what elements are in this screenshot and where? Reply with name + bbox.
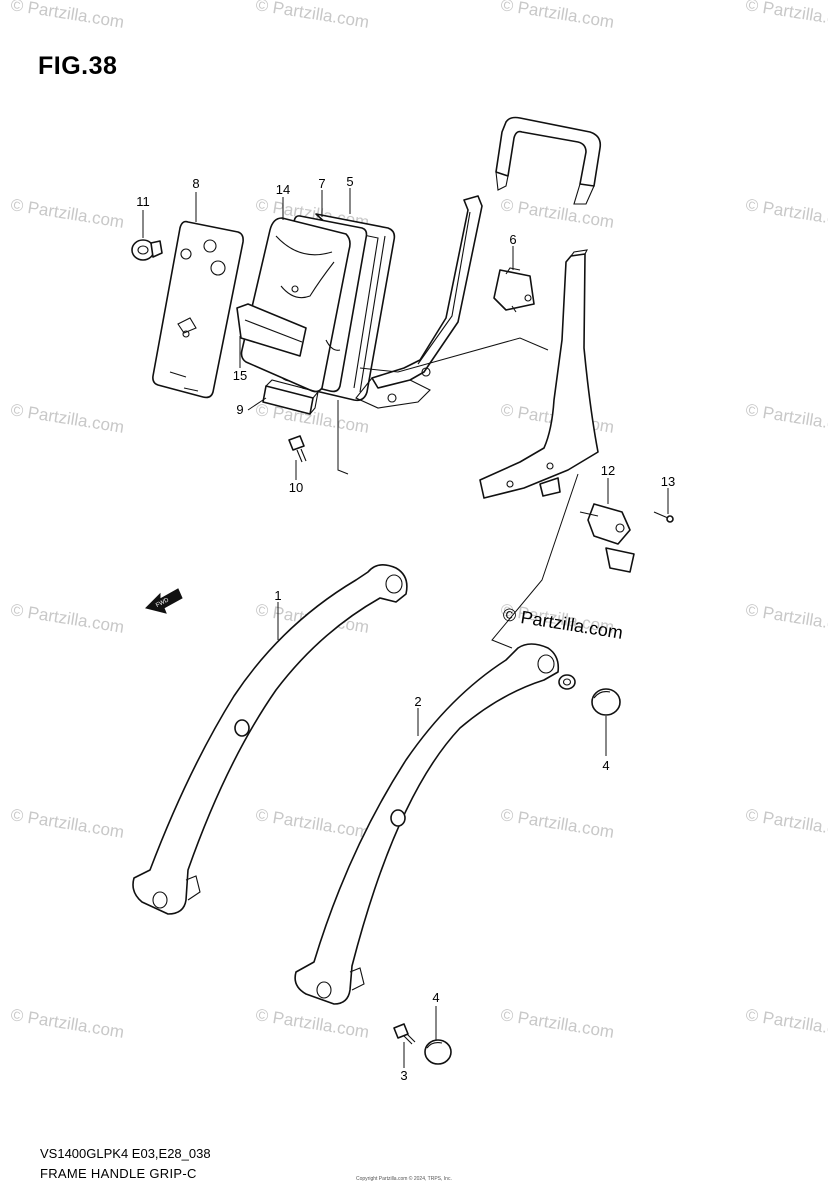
- callout-9: 9: [236, 402, 243, 417]
- watermark-tile: © Partzilla.com: [9, 805, 125, 842]
- backrest-upright: [479, 249, 599, 499]
- part-8-cover-plate: [152, 220, 244, 399]
- part-3-bolt: [393, 1023, 416, 1045]
- model-code: VS1400GLPK4 E03,E28_038: [40, 1146, 211, 1161]
- watermark-tile: © Partzilla.com: [744, 805, 828, 842]
- part-13-screw: [653, 511, 674, 523]
- callout-2: 2: [414, 694, 421, 709]
- washer: [558, 674, 576, 690]
- callout-leaders: [142, 188, 669, 1068]
- part-6-clip: [493, 267, 535, 313]
- part-4-cap-lower: [424, 1039, 452, 1065]
- watermark-tile: © Partzilla.com: [9, 0, 125, 32]
- watermark-tile: © Partzilla.com: [254, 805, 370, 842]
- watermark-tile: © Partzilla.com: [254, 0, 370, 32]
- watermark-tile: © Partzilla.com: [499, 195, 615, 232]
- callout-1: 1: [274, 588, 281, 603]
- assembly-lines: [337, 337, 579, 649]
- watermark-tile: © Partzilla.com: [744, 0, 828, 32]
- part-14-bag: [240, 217, 351, 393]
- watermark-tile: © Partzilla.com: [744, 195, 828, 232]
- watermark-tile: © Partzilla.com: [9, 600, 125, 637]
- watermark-tile: © Partzilla.com: [744, 1005, 828, 1042]
- figure-title: FIG.38: [38, 52, 118, 80]
- callout-13: 13: [661, 474, 675, 489]
- callout-14: 14: [276, 182, 290, 197]
- callout-5: 5: [346, 174, 353, 189]
- backrest-loop-handle: [495, 116, 602, 205]
- bracket-rail: [355, 195, 483, 409]
- part-1-frame-handle: [132, 564, 408, 915]
- part-9-block: [262, 379, 319, 415]
- watermark-tile: © Partzilla.com: [744, 600, 828, 637]
- callout-6: 6: [509, 232, 516, 247]
- copyright-note: Copyright Partzilla.com © 2024, TRPS, In…: [356, 1176, 452, 1182]
- watermark-tile: © Partzilla.com: [9, 1005, 125, 1042]
- callout-7: 7: [318, 176, 325, 191]
- watermark-tile: © Partzilla.com: [254, 400, 370, 437]
- watermark-tile: © Partzilla.com: [744, 400, 828, 437]
- callout-4: 4: [432, 990, 439, 1005]
- callout-8: 8: [192, 176, 199, 191]
- forward-direction-arrow: FWD: [145, 588, 183, 614]
- callout-11: 11: [136, 194, 150, 209]
- part-15-strap: [236, 303, 307, 357]
- part-12-latch: [579, 503, 635, 573]
- section-title: FRAME HANDLE GRIP-C: [40, 1166, 197, 1181]
- part-2-frame-handle: [294, 643, 560, 1005]
- watermark-tile: © Partzilla.com: [499, 0, 615, 32]
- watermark-tile: © Partzilla.com: [499, 805, 615, 842]
- watermark-tile: © Partzilla.com: [499, 1005, 615, 1042]
- watermark-tile: © Partzilla.com: [254, 1005, 370, 1042]
- callout-10: 10: [289, 480, 303, 495]
- callout-4: 4: [602, 758, 609, 773]
- part-4-cap-upper: [591, 688, 621, 716]
- watermark-layer: © Partzilla.com © Partzilla.com © Partzill…: [9, 0, 828, 1042]
- part-11-grommet: [131, 239, 163, 261]
- watermark-tile: © Partzilla.com: [9, 400, 125, 437]
- callout-3: 3: [400, 1068, 407, 1083]
- callout-15: 15: [233, 368, 247, 383]
- callout-12: 12: [601, 463, 615, 478]
- watermark-tile: © Partzilla.com: [9, 195, 125, 232]
- part-10-bolt: [288, 435, 307, 463]
